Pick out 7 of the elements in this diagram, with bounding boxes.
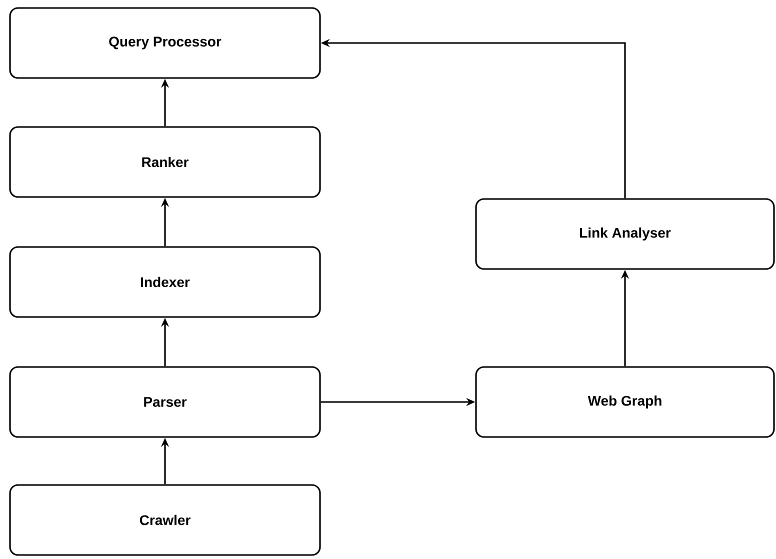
process-box: Parser xyxy=(9,366,321,438)
process-box: Indexer xyxy=(9,246,321,318)
process-box: Query Processor xyxy=(9,7,321,79)
process-box: Crawler xyxy=(9,484,321,556)
process-box: Web Graph xyxy=(475,366,775,438)
process-box: Link Analyser xyxy=(475,198,775,270)
process-box: Ranker xyxy=(9,126,321,198)
